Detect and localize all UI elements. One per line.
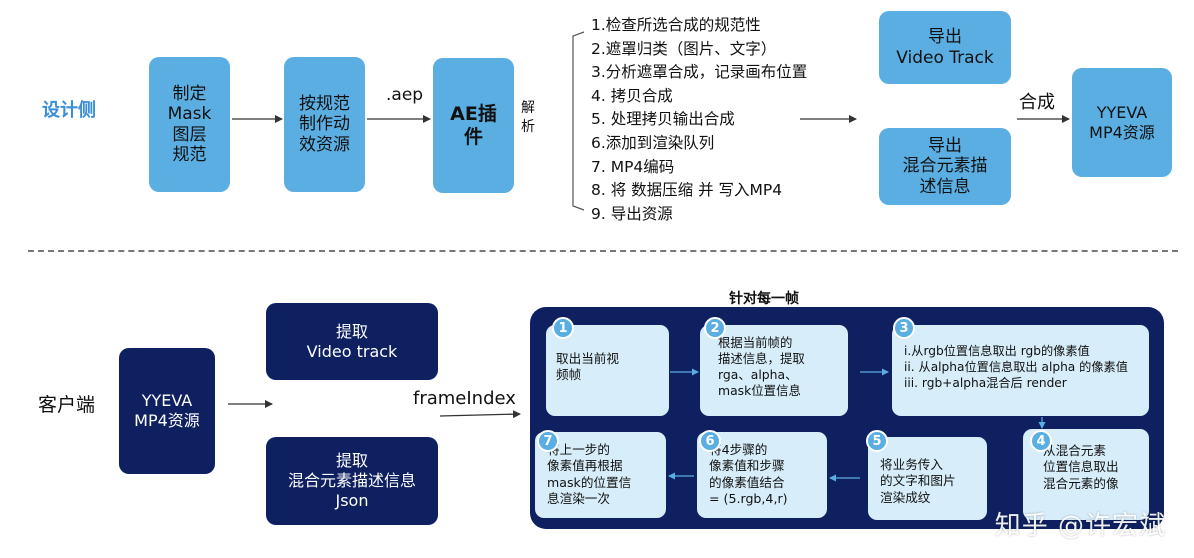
step-number-badge: 4	[1030, 430, 1052, 452]
designer-step: 4. 拷贝合成	[591, 86, 673, 105]
frame-step-card: 将4步骤的 像素值和步骤 的像素值结合 = (5.rgb,4,r)	[697, 432, 827, 518]
frame-step-card: 将上一步的 像素值再根据 mask的位置信 息渲染一次	[535, 432, 666, 518]
designer-step: 3.分析遮罩合成，记录画布位置	[591, 63, 808, 82]
arrow-frameindex-to-frame	[439, 410, 521, 419]
frame-step-card: i.从rgb位置信息取出 rgb的像素值 ii. 从alpha位置信息取出 al…	[892, 325, 1149, 416]
designer-step: 1.检查所选合成的规范性	[591, 16, 761, 34]
step-number-badge: 6	[699, 430, 721, 452]
step-number-badge: 7	[537, 430, 559, 452]
designer-step: 9. 导出资源	[591, 204, 673, 223]
compose-label: 合成	[1019, 92, 1055, 113]
designer-output-box: YYEVA MP4资源	[1072, 68, 1172, 177]
mask-spec-box: 制定 Mask 图层 规范	[149, 57, 230, 192]
frame-step-card: 取出当前视 频帧	[546, 325, 669, 416]
make-assets-box: 按规范 制作动 效资源	[284, 57, 365, 192]
frame-step-card: 根据当前帧的 描述信息，提取 rga、alpha、 mask位置信息	[700, 325, 848, 416]
designer-step-list: 1.检查所选合成的规范性 2.遮罩归类（图片、文字） 3.分析遮罩合成，记录画布…	[591, 14, 807, 226]
designer-side-label: 设计侧	[42, 100, 96, 121]
step-number-badge: 2	[704, 317, 726, 339]
extract-json-box: 提取 混合元素描述信息 Json	[266, 437, 438, 525]
extract-video-track-box: 提取 Video track	[266, 303, 438, 380]
export-video-track-box: 导出 Video Track	[879, 11, 1011, 84]
step-number-badge: 3	[893, 317, 915, 339]
frame-index-label: frameIndex	[413, 388, 516, 409]
aep-label: .aep	[386, 85, 424, 105]
ae-plugin-box: AE插 件	[433, 58, 514, 193]
designer-step: 7. MP4编码	[591, 157, 675, 176]
export-mixed-info-box: 导出 混合元素描 述信息	[879, 128, 1011, 205]
designer-step: 6.添加到渲染队列	[591, 133, 715, 152]
client-side-label: 客户端	[38, 394, 96, 416]
client-input-box: YYEVA MP4资源	[119, 348, 215, 474]
section-divider	[28, 250, 1178, 252]
step-number-badge: 1	[552, 317, 574, 339]
step-list-bracket	[572, 31, 585, 211]
watermark: 知乎 @许宏斌	[994, 511, 1166, 541]
designer-step: 8. 将 数据压缩 并 写入MP4	[591, 181, 783, 200]
parse-label: 解 析	[521, 100, 535, 135]
frame-title: 针对每一帧	[729, 291, 799, 307]
frame-step-card: 将业务传入 的文字和图片 渲染成纹	[868, 437, 987, 520]
step-number-badge: 5	[866, 430, 888, 452]
designer-step: 2.遮罩归类（图片、文字）	[591, 39, 777, 58]
designer-step: 5. 处理拷贝输出合成	[591, 110, 735, 129]
